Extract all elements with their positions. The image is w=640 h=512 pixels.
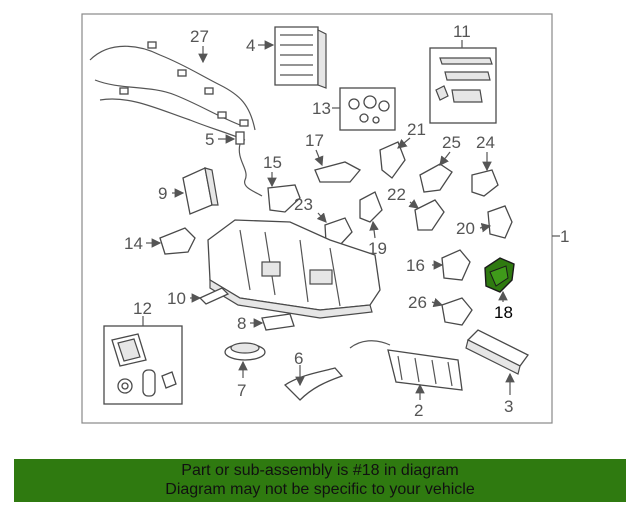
part-18-highlighted[interactable] [484,257,515,293]
callout-24: 24 [476,133,495,152]
part-7-blower-motor[interactable] [224,342,266,361]
part-26-actuator[interactable] [441,297,473,326]
part-10-seal[interactable] [198,287,230,305]
part-16-actuator[interactable] [441,249,471,281]
callout-25: 25 [442,133,461,152]
part-3-heater-core[interactable] [465,329,529,375]
callout-12: 12 [133,299,152,318]
callout-8: 8 [237,314,246,333]
callout-26: 26 [408,293,427,312]
callout-14: 14 [124,234,143,253]
part-13-seals[interactable] [339,87,396,131]
callout-7: 7 [237,381,246,400]
part-5-sensor[interactable] [235,131,263,197]
callout-16: 16 [406,256,425,275]
part-2-heater-core[interactable] [349,340,463,391]
part-12-blower-kit[interactable] [103,325,183,405]
parts-diagram: 1 2 3 4 5 6 7 8 9 10 11 12 13 14 15 16 1… [81,13,569,424]
part-8-seal[interactable] [261,313,295,331]
callout-20: 20 [456,219,475,238]
callout-1: 1 [560,227,569,246]
part-22-actuator[interactable] [414,199,445,231]
part-25-actuator[interactable] [419,163,453,193]
callout-labels: 1 2 3 4 5 6 7 8 9 10 11 12 13 14 15 16 1… [124,22,569,420]
callout-4: 4 [246,36,255,55]
banner-line-part: Part or sub-assembly is #18 in diagram [181,462,459,479]
callout-5: 5 [205,130,214,149]
banner-line-disclaimer: Diagram may not be specific to your vehi… [165,481,475,498]
part-11-seal-kit[interactable] [429,47,497,124]
callout-13: 13 [312,99,331,118]
part-6-duct[interactable] [283,367,344,401]
callout-21: 21 [407,120,426,139]
part-4-evaporator-core[interactable] [274,26,327,89]
part-14-bracket[interactable] [159,227,196,255]
callout-10: 10 [167,289,186,308]
callout-17: 17 [305,131,324,150]
callout-18: 18 [494,303,513,322]
part-27-wiring-harness[interactable] [89,41,256,141]
callout-19: 19 [368,239,387,258]
callout-9: 9 [158,184,167,203]
callout-3: 3 [504,397,513,416]
callout-15: 15 [263,153,282,172]
diagram-frame [81,13,553,424]
part-9-air-filter[interactable] [182,167,219,215]
callout-2: 2 [414,401,423,420]
info-banner: Part or sub-assembly is #18 in diagram D… [14,459,626,502]
callout-6: 6 [294,349,303,368]
part-17-actuator[interactable] [314,161,362,183]
callout-11: 11 [453,22,471,41]
callout-22: 22 [387,185,406,204]
callout-23: 23 [294,195,313,214]
part-21-actuator[interactable] [379,141,406,179]
part-19-actuator[interactable] [359,191,383,223]
part-20-actuator[interactable] [487,205,513,239]
callout-27: 27 [190,27,209,46]
hvac-housing-assembly[interactable] [207,219,381,319]
part-24-actuator[interactable] [471,169,499,197]
part-15-actuator[interactable] [267,184,301,213]
